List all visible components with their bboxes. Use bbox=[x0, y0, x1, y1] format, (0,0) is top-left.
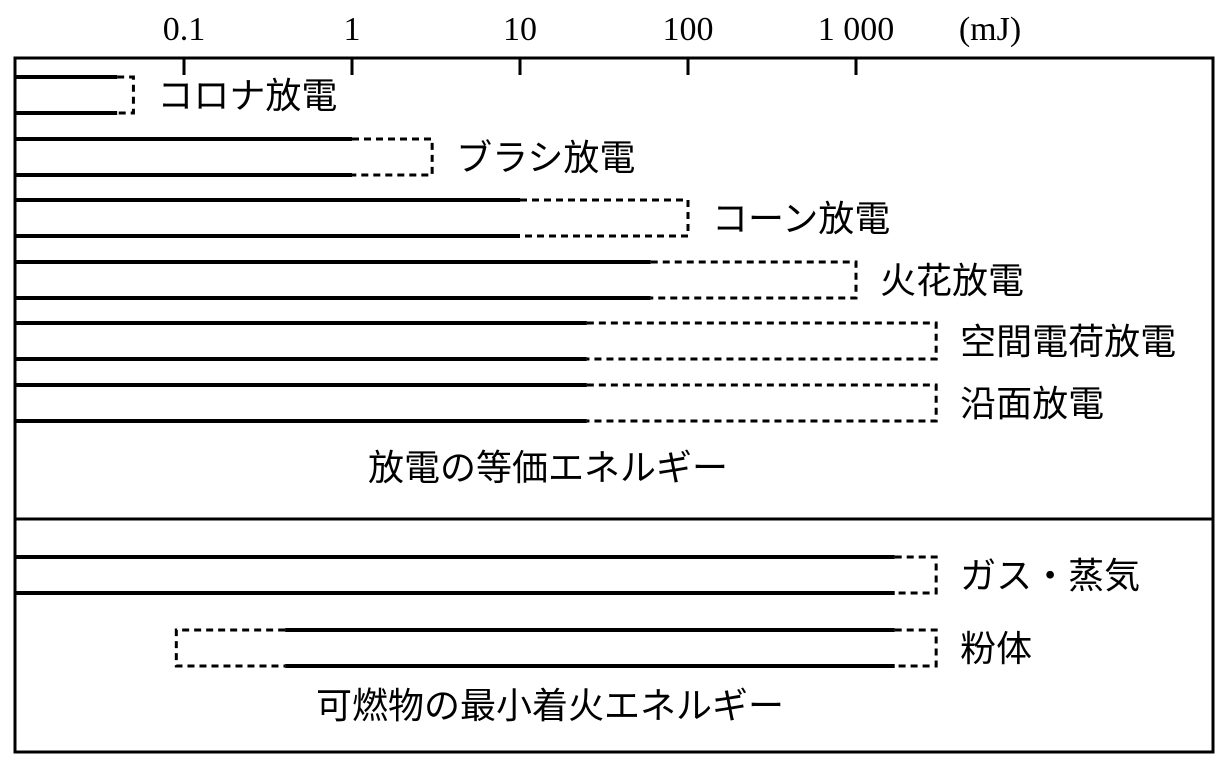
range-bar: 粉体 bbox=[174, 628, 1032, 669]
range-bar: コーン放電 bbox=[15, 198, 890, 239]
unit-label: (mJ) bbox=[959, 11, 1021, 48]
range-bar: 沿面放電 bbox=[15, 383, 1104, 424]
bar-dotted-high bbox=[650, 260, 858, 300]
tick-label: 100 bbox=[663, 11, 714, 48]
series-label: 空間電荷放電 bbox=[960, 322, 1176, 362]
tick-label: 10 bbox=[503, 11, 537, 48]
group-caption-ignition: 可燃物の最小着火エネルギー bbox=[316, 686, 784, 726]
series-label: 火花放電 bbox=[880, 261, 1024, 301]
range-bar: 火花放電 bbox=[15, 260, 1024, 301]
bar-dotted-high bbox=[894, 628, 938, 668]
series-label: コーン放電 bbox=[712, 199, 890, 239]
tick-label: 0.1 bbox=[163, 11, 206, 48]
bar-dotted-high bbox=[894, 555, 938, 595]
bar-dotted-high bbox=[586, 321, 938, 361]
tick-label: 1 000 bbox=[818, 11, 895, 48]
range-bar: コロナ放電 bbox=[15, 75, 337, 116]
chart-frame bbox=[13, 56, 1215, 754]
series-label: 沿面放電 bbox=[960, 384, 1104, 424]
series-label: ブラシ放電 bbox=[456, 138, 635, 178]
bar-dotted-high bbox=[117, 75, 135, 115]
range-bar: ブラシ放電 bbox=[15, 137, 635, 178]
range-bar: ガス・蒸気 bbox=[15, 555, 1140, 596]
bar-dotted-high bbox=[520, 198, 690, 238]
series-label: ガス・蒸気 bbox=[960, 556, 1140, 596]
series-label: コロナ放電 bbox=[157, 76, 337, 116]
range-bar: 空間電荷放電 bbox=[15, 321, 1176, 362]
tick-label: 1 bbox=[344, 11, 361, 48]
bar-dotted-high bbox=[586, 383, 938, 423]
group-caption-discharge: 放電の等価エネルギー bbox=[368, 448, 728, 488]
bar-dotted-high bbox=[352, 137, 434, 177]
bar-dotted-low bbox=[174, 628, 286, 668]
series-label: 粉体 bbox=[960, 629, 1032, 669]
